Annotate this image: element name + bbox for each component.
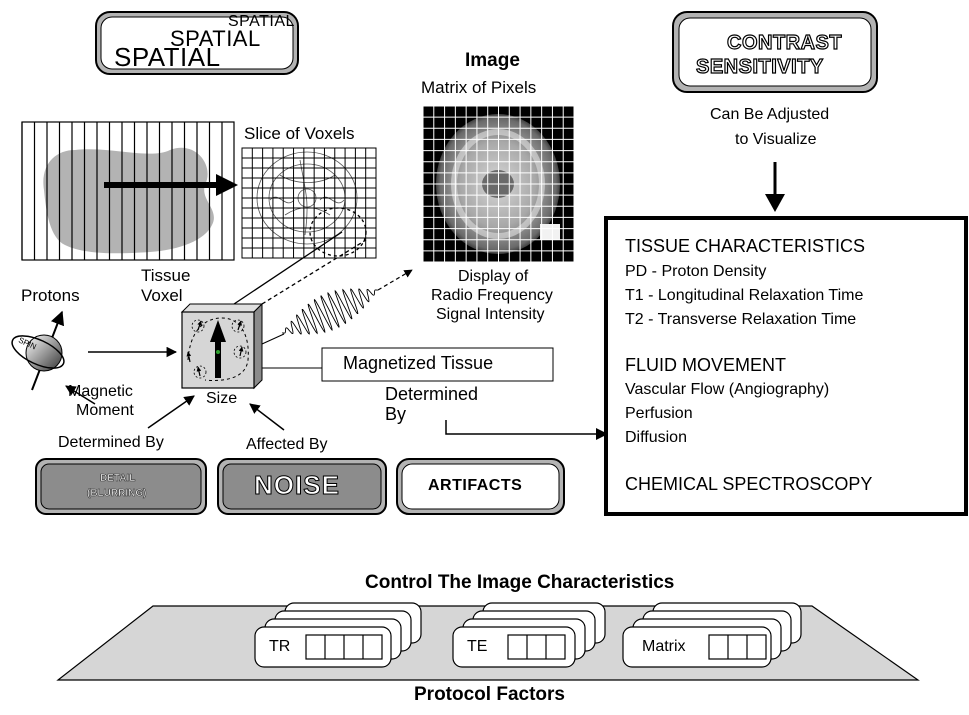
determined-by-label: Determined By xyxy=(58,434,164,451)
artifacts-box xyxy=(396,458,565,515)
signal-intensity-label: Signal Intensity xyxy=(436,306,545,323)
tissue-characteristics-heading: TISSUE CHARACTERISTICS xyxy=(625,236,866,256)
image-matrix xyxy=(422,105,575,263)
determined-label: Determined xyxy=(385,384,479,404)
magnetic-label: Magnetic xyxy=(68,383,133,400)
by-label: By xyxy=(385,404,407,424)
voxel-link-line-1 xyxy=(233,231,343,305)
magnetic-moment-arrow xyxy=(65,385,96,405)
protocol-factors-title: Protocol Factors xyxy=(414,684,565,705)
matrix-label: Matrix xyxy=(642,638,686,655)
voxel-slice-grid xyxy=(241,147,377,259)
sensitivity-text: SENSITIVITY xyxy=(695,55,824,78)
matrix-of-pixels-label: Matrix of Pixels xyxy=(421,78,537,97)
image-title: Image xyxy=(465,50,520,71)
slice-arrow-head xyxy=(216,174,238,196)
size-label: Size xyxy=(206,390,238,407)
can-be-adjusted-label: Can Be Adjusted xyxy=(710,106,830,123)
proton-spin-icon xyxy=(11,310,65,391)
selected-voxel-circle xyxy=(309,207,367,257)
spatial-text-2: SPATIAL xyxy=(228,13,295,30)
voxel-link-line-2 xyxy=(261,239,367,305)
artifacts-label: ARTIFACTS xyxy=(428,477,523,494)
protons-label: Protons xyxy=(21,286,80,305)
head-slices xyxy=(21,121,238,261)
rf-wave-lead xyxy=(261,333,285,345)
slice-of-voxels-label: Slice of Voxels xyxy=(244,124,355,143)
determined-by-connector xyxy=(445,420,600,435)
fluid-movement-heading: FLUID MOVEMENT xyxy=(625,355,787,375)
matrix-card-stack xyxy=(622,602,802,668)
noise-box xyxy=(217,458,387,515)
tissue-voxel-cube xyxy=(180,302,264,390)
magnetized-tissue-box xyxy=(321,347,554,382)
rf-signal-wave xyxy=(281,288,379,335)
spatial-text-1: SPATIAL xyxy=(170,26,261,51)
contrast-down-arrowhead xyxy=(765,194,785,212)
t1-item: T1 - Longitudinal Relaxation Time xyxy=(625,287,864,304)
affected-by-arrow xyxy=(249,403,285,431)
control-image-title: Control The Image Characteristics xyxy=(365,572,675,593)
contrast-sensitivity-badge xyxy=(672,11,878,93)
pd-item: PD - Proton Density xyxy=(625,263,767,280)
spatial-text-3: SPATIAL xyxy=(114,42,221,72)
diffusion-item: Diffusion xyxy=(625,429,687,446)
detail-label: DETAIL xyxy=(100,473,136,485)
magnetized-tissue-label: Magnetized Tissue xyxy=(343,353,494,373)
contrast-text: CONTRAST xyxy=(726,31,843,54)
te-card-stack xyxy=(452,602,606,668)
determined-by-arrow xyxy=(147,395,195,429)
tissue-label: Tissue xyxy=(141,266,191,285)
chemical-spectroscopy-heading: CHEMICAL SPECTROSCOPY xyxy=(625,474,873,494)
blurring-label: (BLURRING) xyxy=(87,488,147,500)
t2-item: T2 - Transverse Relaxation Time xyxy=(625,311,857,328)
tr-label: TR xyxy=(269,638,291,655)
characteristics-panel xyxy=(604,216,968,516)
value-cells xyxy=(708,634,767,660)
voxel-label: Voxel xyxy=(141,286,183,305)
rf-to-image-arrow xyxy=(377,269,413,291)
radio-frequency-label: Radio Frequency xyxy=(431,287,553,304)
detail-blurring-box xyxy=(35,458,207,515)
tr-card-stack xyxy=(254,602,422,668)
to-visualize-label: to Visualize xyxy=(735,131,817,148)
value-cells xyxy=(507,634,566,660)
noise-label: NOISE xyxy=(254,470,340,501)
vascular-flow-item: Vascular Flow (Angiography) xyxy=(625,381,830,398)
moment-label: Moment xyxy=(76,402,134,419)
display-of-label: Display of xyxy=(458,268,529,285)
affected-by-label: Affected By xyxy=(246,436,328,453)
te-label: TE xyxy=(467,638,488,655)
perfusion-item: Perfusion xyxy=(625,405,693,422)
spatial-badge xyxy=(95,11,299,75)
determined-by-arrowhead xyxy=(596,428,608,440)
